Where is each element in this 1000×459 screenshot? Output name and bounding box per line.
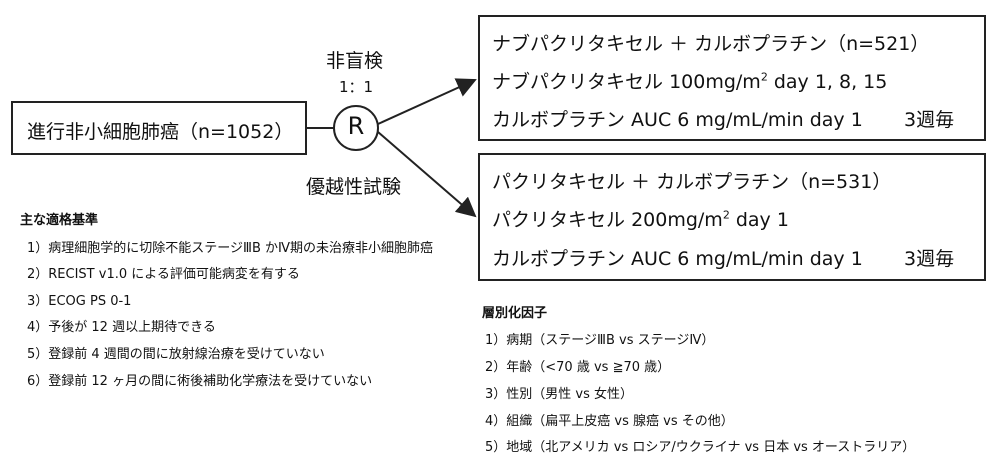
arm-2-box: パクリタキセル ＋ カルボプラチン（n=531） パクリタキセル 200mg/m… xyxy=(478,153,986,281)
arm-2-drug-1-schedule: day 1 xyxy=(729,209,789,231)
arm-2-drug-1-name: パクリタキセル xyxy=(492,209,626,231)
arm-1-drug-2: カルボプラチン AUC 6 mg/mL/min day 1 xyxy=(492,109,863,131)
trial-type-label: 優越性試験 xyxy=(306,176,402,198)
arm-1-drug-1-dose: 100mg/m xyxy=(669,71,761,93)
population-label: 進行非小細胞肺癌（n=1052） xyxy=(27,121,294,143)
arm-1-title: ナブパクリタキセル ＋ カルボプラチン（n=521） xyxy=(492,33,930,55)
arm-1-drug-1-name: ナブパクリタキセル xyxy=(492,71,664,93)
eligibility-item: 6）登録前 12 ヶ月の間に術後補助化学療法を受けていない xyxy=(27,374,373,389)
stratification-item: 3）性別（男性 vs 女性） xyxy=(485,387,634,402)
stratification-heading: 層別化因子 xyxy=(482,306,548,321)
arm-2-cycle: 3週毎 xyxy=(904,248,955,270)
eligibility-item: 5）登録前 4 週間の間に放射線治療を受けていない xyxy=(27,347,325,362)
arm-2-drug-2: カルボプラチン AUC 6 mg/mL/min day 1 xyxy=(492,248,863,270)
blinding-label: 非盲検 xyxy=(326,50,384,72)
arrow-to-arm-1 xyxy=(377,78,477,125)
eligibility-item: 1）病理細胞学的に切除不能ステージⅢB かⅣ期の未治療非小細胞肺癌 xyxy=(27,241,434,256)
randomization-symbol: R xyxy=(347,112,365,140)
arm-2-drug-1-dose: 200mg/m xyxy=(631,209,723,231)
arm-1-cycle: 3週毎 xyxy=(904,109,955,131)
arm-2-drug-1: パクリタキセル 200mg/m2 day 1 xyxy=(492,205,789,232)
eligibility-heading: 主な適格基準 xyxy=(20,213,99,228)
arm-1-dose-superscript: 2 xyxy=(760,70,768,84)
randomization-circle xyxy=(333,105,379,151)
population-box: 進行非小細胞肺癌（n=1052） xyxy=(11,101,307,155)
arm-1-box: ナブパクリタキセル ＋ カルボプラチン（n=521） ナブパクリタキセル 100… xyxy=(478,15,986,141)
stratification-item: 2）年齢（<70 歳 vs ≧70 歳） xyxy=(485,360,671,375)
arm-1-drug-1: ナブパクリタキセル 100mg/m2 day 1, 8, 15 xyxy=(492,67,887,94)
arm-1-drug-1-schedule: day 1, 8, 15 xyxy=(767,71,888,93)
stratification-item: 4）組織（扁平上皮癌 vs 腺癌 vs その他） xyxy=(485,414,734,429)
eligibility-item: 4）予後が 12 週以上期待できる xyxy=(27,320,216,335)
arm-2-dose-superscript: 2 xyxy=(722,208,730,222)
allocation-ratio: 1：1 xyxy=(338,78,374,96)
arm-2-title: パクリタキセル ＋ カルボプラチン（n=531） xyxy=(492,171,892,193)
stratification-item: 5）地域（北アメリカ vs ロシア/ウクライナ vs 日本 vs オーストラリア… xyxy=(485,440,916,455)
stratification-item: 1）病期（ステージⅢB vs ステージⅣ） xyxy=(485,333,715,348)
eligibility-item: 2）RECIST v1.0 による評価可能病変を有する xyxy=(27,267,300,282)
eligibility-item: 3）ECOG PS 0-1 xyxy=(27,294,132,309)
arrow-to-arm-2 xyxy=(377,131,477,218)
